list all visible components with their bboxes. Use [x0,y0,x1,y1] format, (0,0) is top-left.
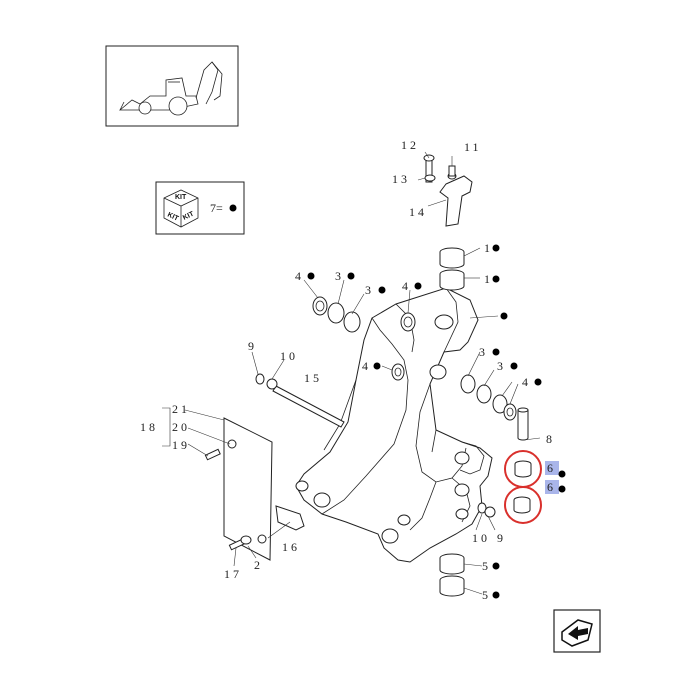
callout-9b[interactable]: 9 [497,531,506,545]
top-pin-assembly [423,154,473,291]
callout-19[interactable]: 19 [172,438,190,452]
callout-4a[interactable]: 4 [295,269,304,283]
kit-dots [307,244,566,599]
bushings-5 [439,553,465,597]
callout-21[interactable]: 21 [172,402,190,416]
highlight-box-6b [545,480,559,494]
callout-10a[interactable]: 10 [280,349,298,363]
callout-13[interactable]: 13 [392,172,410,186]
highlight-markers [504,450,559,524]
callout-10b[interactable]: 10 [472,531,490,545]
pin-14 [439,175,473,227]
callout-16[interactable]: 16 [282,540,300,554]
rod-15 [255,373,345,428]
next-page-arrow-icon [561,619,593,647]
upper-left-rings [312,296,416,381]
kit-label-right: KIT [182,210,196,221]
swing-bracket [295,287,493,563]
callout-3b[interactable]: 3 [365,283,374,297]
callout-3c[interactable]: 3 [479,345,488,359]
callout-5b[interactable]: 5 [482,588,491,602]
next-page-button[interactable] [553,609,601,653]
kit-label-left: KIT [166,211,180,222]
kit-legend: KIT KIT KIT 7= [155,181,245,235]
callout-4c[interactable]: 4 [362,359,371,373]
callout-12[interactable]: 12 [401,138,419,152]
callout-3d[interactable]: 3 [497,359,506,373]
callout-1b[interactable]: 1 [484,272,493,286]
machine-thumbnail[interactable] [105,45,239,127]
washer-13 [424,174,436,182]
callout-14[interactable]: 14 [409,205,427,219]
backhoe-loader-icon [118,61,223,116]
pin-8 [517,407,529,441]
right-middle-rings [460,374,517,421]
callout-15[interactable]: 15 [304,371,322,385]
guard-plate-21 [204,417,273,561]
callout-labels: 12 11 13 14 1 1 4 3 3 4 4 3 3 4 9 10 15 … [140,138,556,602]
callout-3a[interactable]: 3 [335,269,344,283]
callout-2[interactable]: 2 [254,558,263,572]
leader-lines [162,151,541,595]
kit-label-top: KIT [175,194,187,201]
callout-18[interactable]: 18 [140,420,158,434]
callout-4d[interactable]: 4 [522,375,531,389]
callout-20[interactable]: 20 [172,420,190,434]
callout-6a[interactable]: 6 [547,461,556,475]
callout-5a[interactable]: 5 [482,559,491,573]
bushings-6 [513,460,532,514]
kit-dot-marker [229,204,237,212]
kit-legend-text: 7= [210,201,223,215]
callout-6b[interactable]: 6 [547,480,556,494]
highlight-circle-lower [504,486,542,524]
callout-11[interactable]: 11 [464,140,482,154]
callout-8[interactable]: 8 [546,432,555,446]
highlight-box-6a [545,461,559,475]
callout-1a[interactable]: 1 [484,241,493,255]
callout-17[interactable]: 17 [224,567,242,581]
kit-box-icon [163,189,199,228]
grease-fitting-11 [448,165,456,177]
clip-16 [275,505,305,531]
callout-4b[interactable]: 4 [402,279,411,293]
callout-9a[interactable]: 9 [248,339,257,353]
